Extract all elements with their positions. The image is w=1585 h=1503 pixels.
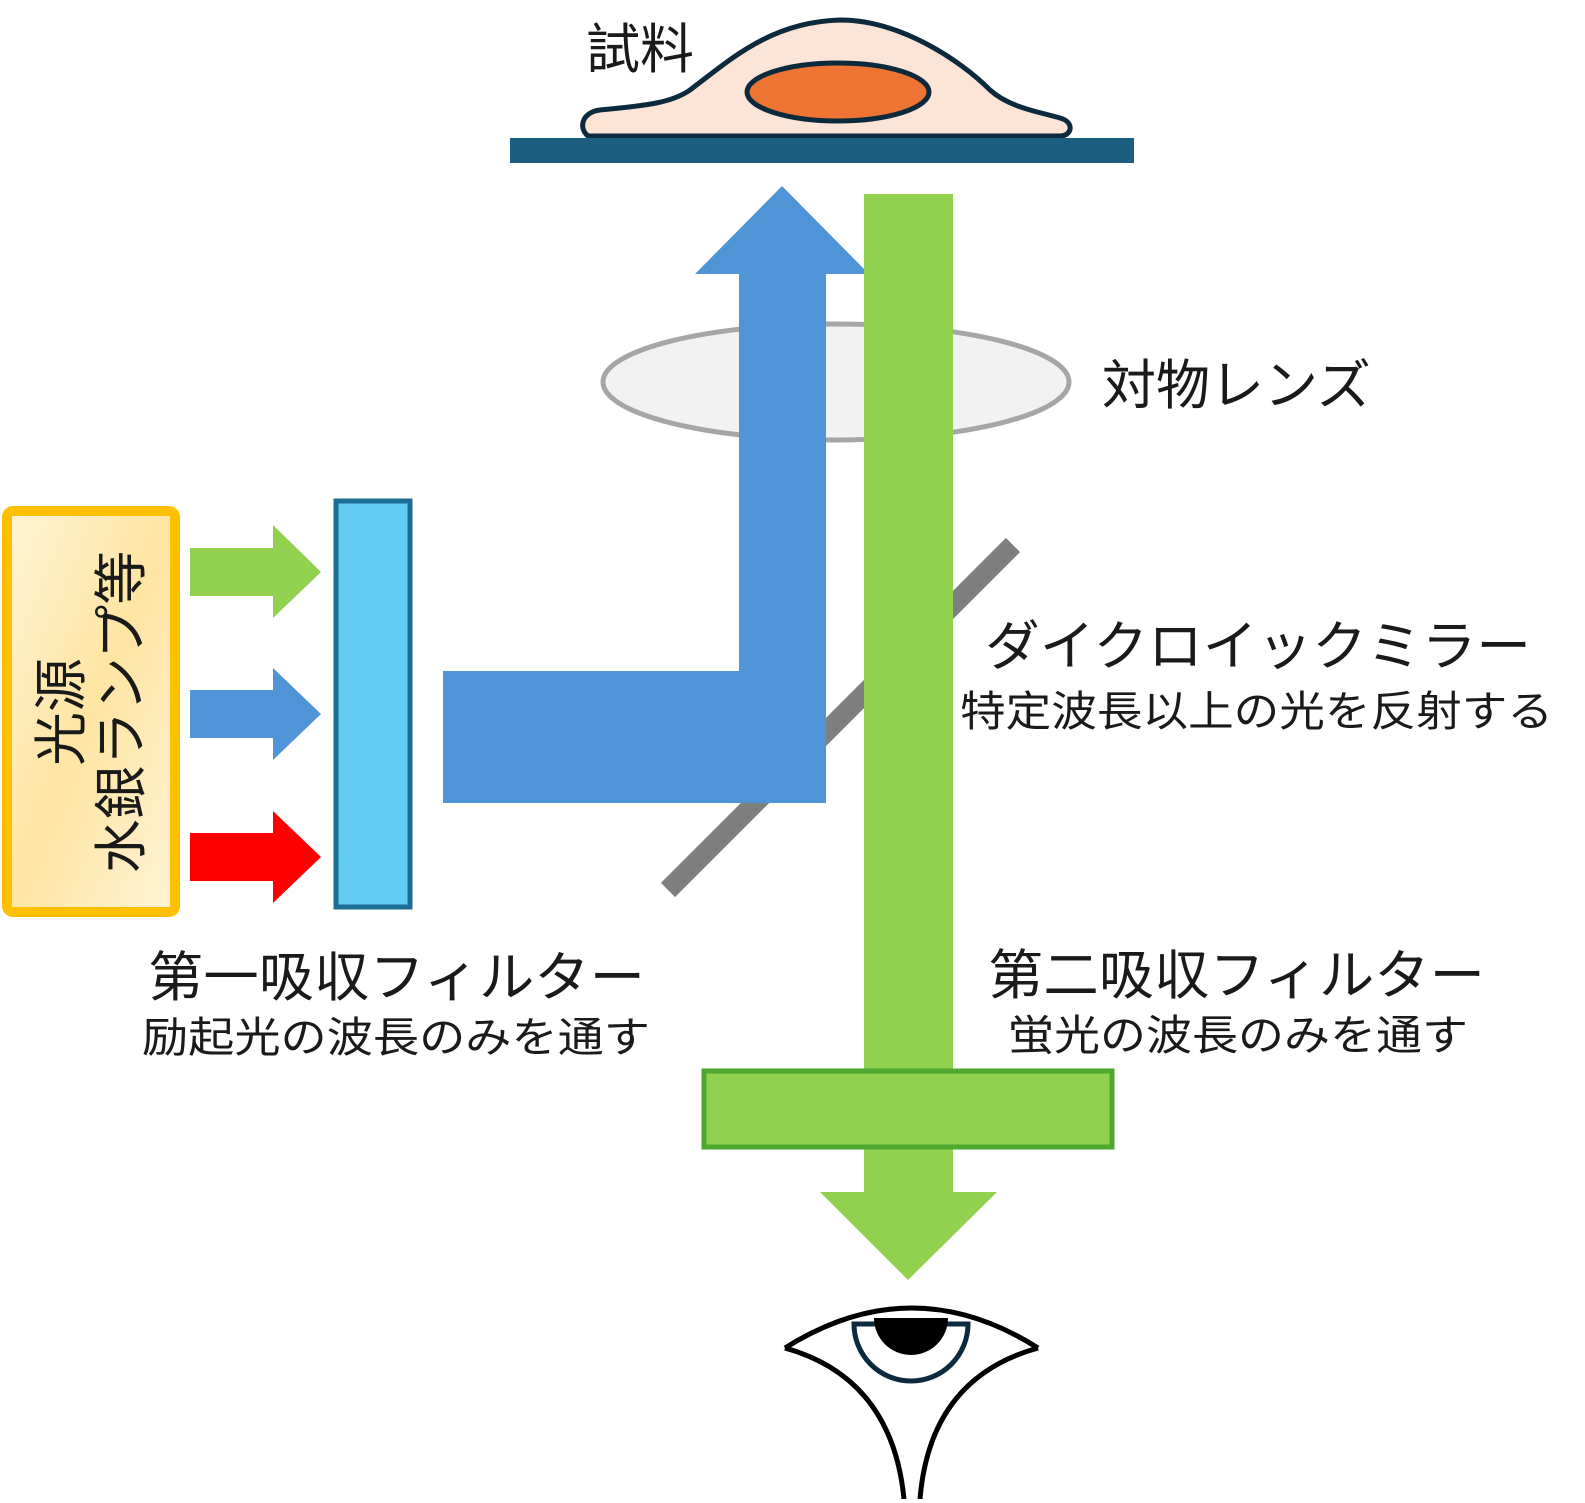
emission-arrow-head [820,1192,997,1280]
eye-lower-lid-right [917,1345,1039,1500]
excitation-light-path [443,186,869,803]
cell-nucleus [744,60,932,124]
sample-label: 試料 [586,18,694,81]
green-light-arrow [190,525,321,618]
light-source-line2: 水銀ランプ等 [90,551,153,873]
dichroic-mirror-description: 特定波長以上の光を反射する [960,687,1553,736]
first-filter-title: 第一吸収フィルター [148,946,645,1009]
second-filter-description: 蛍光の波長のみを通す [1008,1011,1468,1060]
red-light-arrow [190,811,321,903]
light-source-box [2,506,180,917]
second-absorption-filter [701,1068,1115,1150]
eye-lower-lid-left [784,1345,907,1500]
eye-icon [783,1305,1040,1500]
dichroic-mirror-title: ダイクロイックミラー [985,615,1531,678]
blue-light-arrow [190,668,321,760]
eye-pupil [874,1318,948,1355]
emission-beam [864,194,953,1194]
second-filter-title: 第二吸収フィルター [988,944,1485,1007]
objective-lens-label: 対物レンズ [1102,354,1371,417]
dichroic-mirror [660,537,1021,898]
slide-stage [510,138,1134,163]
first-absorption-filter [333,498,413,910]
light-source: 光源 水銀ランプ等 [2,506,180,917]
light-source-line1: 光源 [30,658,93,766]
objective-lens: 対物レンズ [600,321,1371,443]
eye-upper-lid [783,1305,1040,1351]
emission-light-path [820,194,997,1280]
first-filter-description: 励起光の波長のみを通す [142,1013,650,1062]
lens-shape [600,321,1072,443]
sample: 試料 [510,17,1134,163]
